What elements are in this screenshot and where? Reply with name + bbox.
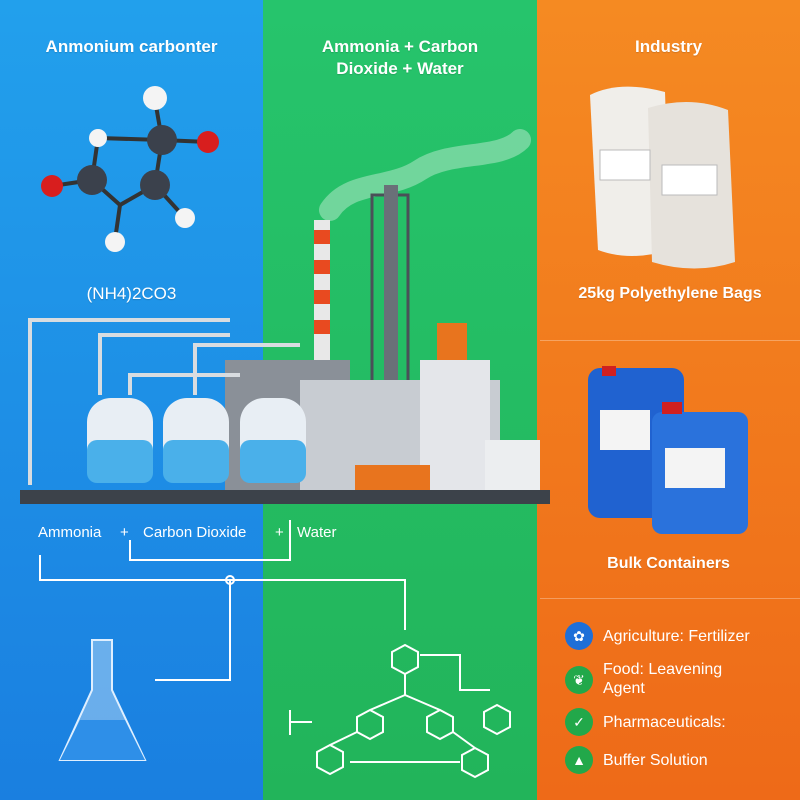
use-item-agriculture: ✿ Agriculture: Fertilizer [565,622,750,650]
bags-label: 25kg Polyethylene Bags [578,285,762,302]
tank-icon [87,398,306,483]
reactant-water: Water [297,524,337,541]
reactant-ammonia: Ammonia [38,524,102,541]
chemical-structure-icon [289,643,511,779]
plus-sign: + [120,524,129,541]
middle-title: Ammonia + Carbon Dioxide + Water [321,37,479,78]
reactant-co2: Carbon Dioxide [143,524,247,541]
right-title: Industry [634,37,703,56]
divider [540,340,800,341]
plus-sign: + [275,524,284,541]
buffer-icon: ▲ [565,746,593,774]
containers-label: Bulk Containers [607,555,730,572]
smokestack-icon [314,185,467,397]
bag-icon [590,86,735,269]
flask-icon [58,639,147,761]
use-item-pharma: ✓ Pharmaceuticals: [565,708,726,736]
divider [540,598,800,599]
molecule-icon [41,86,219,252]
food-icon: ❦ [565,666,593,694]
left-title: Anmonium carbonter [45,37,218,56]
use-item-food: ❦ Food: Leavening Agent [565,660,765,698]
barrel-icon [588,366,748,534]
pharma-icon: ✓ [565,708,593,736]
formula: (NH4)2CO3 [86,284,177,303]
use-item-buffer: ▲ Buffer Solution [565,746,708,774]
fertilizer-icon: ✿ [565,622,593,650]
